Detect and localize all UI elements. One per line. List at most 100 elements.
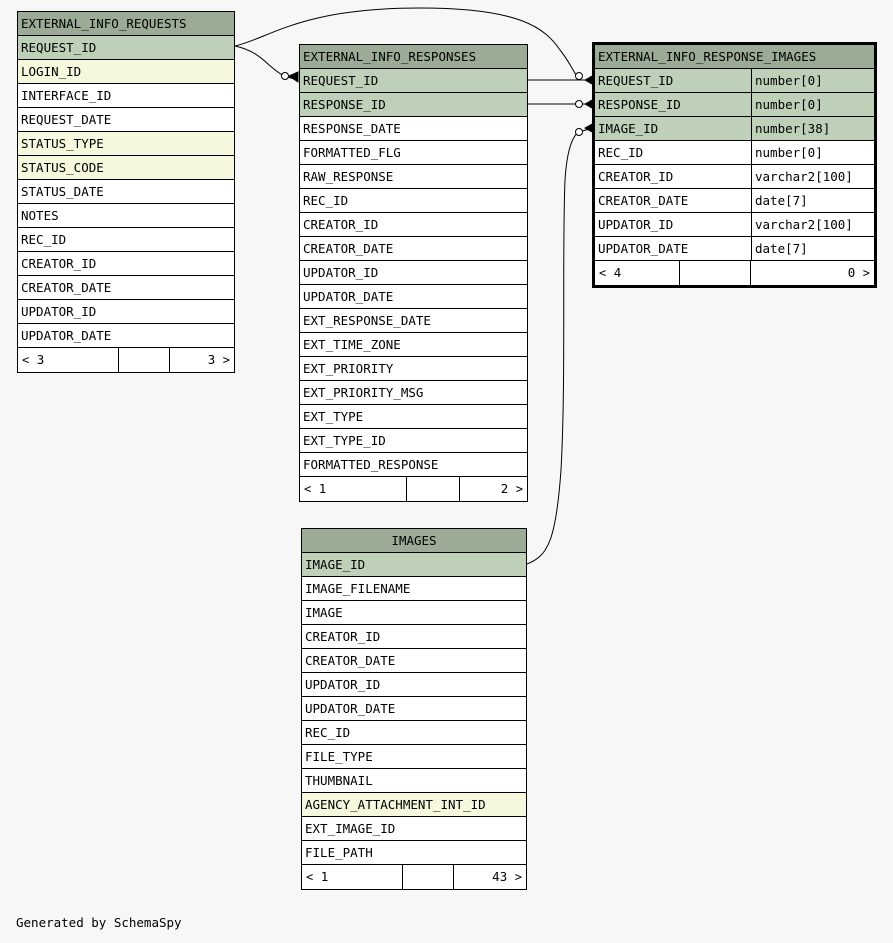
column-row-response-id[interactable]: RESPONSE_ID — [300, 93, 527, 117]
cardinality-zero-icon — [575, 100, 583, 108]
children-count[interactable]: 0 > — [751, 261, 874, 285]
column-name: UPDATOR_DATE — [598, 241, 689, 256]
column-name: REQUEST_ID — [21, 40, 97, 55]
column-row-request-id[interactable]: REQUEST_ID — [300, 69, 527, 93]
column-row-rec-id[interactable]: REC_ID — [302, 721, 526, 745]
column-name: EXT_IMAGE_ID — [305, 821, 396, 836]
column-type: number[0] — [751, 69, 874, 92]
column-row-updator-id[interactable]: UPDATOR_ID — [302, 673, 526, 697]
column-row-request-id[interactable]: REQUEST_ID number[0] — [595, 69, 874, 93]
column-name: RESPONSE_ID — [598, 97, 681, 112]
column-row-thumbnail[interactable]: THUMBNAIL — [302, 769, 526, 793]
parents-count[interactable]: < 1 — [302, 865, 402, 889]
column-name: EXT_PRIORITY_MSG — [303, 385, 424, 400]
children-count[interactable]: 43 > — [454, 865, 526, 889]
column-name: FILE_TYPE — [305, 749, 373, 764]
column-row-image-id[interactable]: IMAGE_ID — [302, 553, 526, 577]
column-name: UPDATOR_DATE — [305, 701, 396, 716]
table-title-text: EXTERNAL_INFO_RESPONSE_IMAGES — [598, 49, 817, 64]
column-name: LOGIN_ID — [21, 64, 82, 79]
column-name: EXT_TIME_ZONE — [303, 337, 401, 352]
column-row-notes[interactable]: NOTES — [18, 204, 234, 228]
column-type: date[7] — [751, 237, 874, 260]
column-name: CREATOR_DATE — [598, 193, 689, 208]
table-external-info-requests[interactable]: EXTERNAL_INFO_REQUESTS REQUEST_ID LOGIN_ID… — [17, 11, 235, 373]
column-row-formatted-response[interactable]: FORMATTED_RESPONSE — [300, 453, 527, 477]
column-row-rec-id[interactable]: REC_ID — [18, 228, 234, 252]
column-row-creator-id[interactable]: CREATOR_ID — [300, 213, 527, 237]
column-row-status-type[interactable]: STATUS_TYPE — [18, 132, 234, 156]
column-name: RESPONSE_DATE — [303, 121, 401, 136]
column-row-raw-response[interactable]: RAW_RESPONSE — [300, 165, 527, 189]
column-row-login-id[interactable]: LOGIN_ID — [18, 60, 234, 84]
column-row-ext-priority-msg[interactable]: EXT_PRIORITY_MSG — [300, 381, 527, 405]
column-name: REQUEST_DATE — [21, 112, 112, 127]
children-count[interactable]: 2 > — [460, 477, 527, 501]
column-type: number[0] — [751, 141, 874, 164]
column-row-request-date[interactable]: REQUEST_DATE — [18, 108, 234, 132]
children-count[interactable]: 3 > — [170, 348, 234, 372]
column-row-ext-priority[interactable]: EXT_PRIORITY — [300, 357, 527, 381]
column-row-request-id[interactable]: REQUEST_ID — [18, 36, 234, 60]
column-row-image-filename[interactable]: IMAGE_FILENAME — [302, 577, 526, 601]
table-title[interactable]: EXTERNAL_INFO_RESPONSES — [300, 45, 527, 69]
table-title[interactable]: EXTERNAL_INFO_RESPONSE_IMAGES — [595, 45, 874, 69]
column-name: IMAGE_ID — [305, 557, 366, 572]
column-row-response-date[interactable]: RESPONSE_DATE — [300, 117, 527, 141]
column-name: CREATOR_ID — [598, 169, 674, 184]
column-row-updator-id[interactable]: UPDATOR_ID — [18, 300, 234, 324]
column-row-file-path[interactable]: FILE_PATH — [302, 841, 526, 865]
table-title[interactable]: EXTERNAL_INFO_REQUESTS — [18, 12, 234, 36]
column-row-ext-type[interactable]: EXT_TYPE — [300, 405, 527, 429]
parents-count[interactable]: < 4 — [595, 261, 679, 285]
column-row-creator-id[interactable]: CREATOR_ID — [18, 252, 234, 276]
column-row-creator-id[interactable]: CREATOR_ID — [302, 625, 526, 649]
column-name: CREATOR_ID — [303, 217, 379, 232]
column-row-status-date[interactable]: STATUS_DATE — [18, 180, 234, 204]
parents-count[interactable]: < 1 — [300, 477, 406, 501]
column-row-ext-image-id[interactable]: EXT_IMAGE_ID — [302, 817, 526, 841]
column-row-updator-date[interactable]: UPDATOR_DATE — [300, 285, 527, 309]
column-row-updator-date[interactable]: UPDATOR_DATE date[7] — [595, 237, 874, 261]
table-title[interactable]: IMAGES — [302, 529, 526, 553]
column-row-rec-id[interactable]: REC_ID — [300, 189, 527, 213]
column-row-updator-date[interactable]: UPDATOR_DATE — [18, 324, 234, 348]
column-row-updator-id[interactable]: UPDATOR_ID — [300, 261, 527, 285]
column-type: number[38] — [751, 117, 874, 140]
column-row-updator-date[interactable]: UPDATOR_DATE — [302, 697, 526, 721]
parents-count-value: 1 — [318, 481, 327, 496]
parents-count[interactable]: < 3 — [18, 348, 118, 372]
children-count-value: 3 — [207, 352, 216, 367]
arrow-left-icon: < — [22, 353, 30, 367]
column-row-ext-response-date[interactable]: EXT_RESPONSE_DATE — [300, 309, 527, 333]
column-row-ext-type-id[interactable]: EXT_TYPE_ID — [300, 429, 527, 453]
column-name: REQUEST_ID — [598, 73, 674, 88]
column-row-status-code[interactable]: STATUS_CODE — [18, 156, 234, 180]
arrow-right-icon: > — [514, 870, 522, 884]
column-row-creator-date[interactable]: CREATOR_DATE — [18, 276, 234, 300]
column-row-agency-attachment-int-id[interactable]: AGENCY_ATTACHMENT_INT_ID — [302, 793, 526, 817]
children-count-value: 0 — [847, 265, 856, 280]
table-footer: < 4 0 > — [595, 261, 874, 285]
parents-count-value: 1 — [320, 869, 329, 884]
column-row-ext-time-zone[interactable]: EXT_TIME_ZONE — [300, 333, 527, 357]
column-row-interface-id[interactable]: INTERFACE_ID — [18, 84, 234, 108]
column-row-formatted-flg[interactable]: FORMATTED_FLG — [300, 141, 527, 165]
column-row-file-type[interactable]: FILE_TYPE — [302, 745, 526, 769]
column-row-creator-date[interactable]: CREATOR_DATE — [300, 237, 527, 261]
column-row-creator-date[interactable]: CREATOR_DATE — [302, 649, 526, 673]
column-name: EXT_TYPE_ID — [303, 433, 386, 448]
column-row-image[interactable]: IMAGE — [302, 601, 526, 625]
parents-count-value: 3 — [36, 352, 45, 367]
